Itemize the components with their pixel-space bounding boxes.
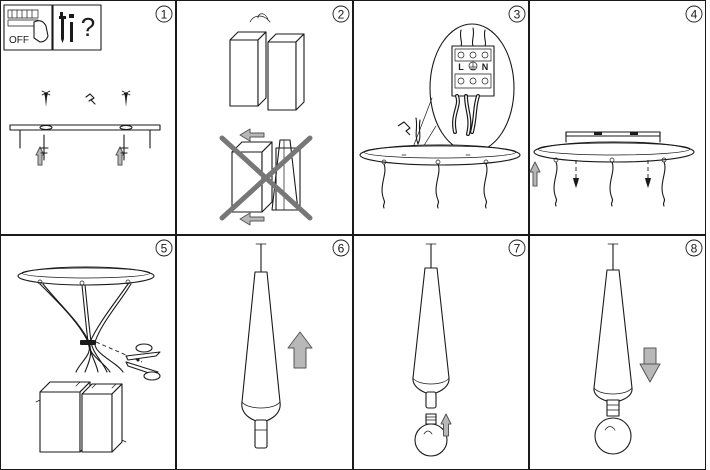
step-4-panel: 4 <box>529 0 706 235</box>
hanging-cables <box>553 161 666 207</box>
step-7-number: 7 <box>514 242 521 256</box>
step-6-number: 6 <box>338 242 345 256</box>
mounting-rail <box>565 131 661 143</box>
step-5-number: 5 <box>161 242 168 256</box>
ceiling-canopy <box>359 144 521 166</box>
push-up-arrow-icon <box>529 161 541 187</box>
tools-question-mark: ? <box>81 12 95 42</box>
power-switch-off-icon: OFF <box>3 4 53 51</box>
scissors-icon <box>125 343 161 381</box>
shade-box-stack-correct <box>229 13 305 111</box>
step-3-panel: 3 L N <box>353 0 529 235</box>
step-8-panel: 8 <box>529 235 706 470</box>
step-1-number: 1 <box>161 8 168 22</box>
step-4-number: 4 <box>691 8 698 22</box>
step-8-number: 8 <box>691 242 698 256</box>
light-bulb-icon <box>414 413 448 457</box>
step-6-panel: 6 <box>176 235 353 470</box>
step-5-panel: 5 <box>0 235 176 470</box>
tools-query-icon: ? <box>52 4 102 51</box>
step-2-number: 2 <box>338 8 345 22</box>
earth-ground-icon <box>468 61 478 71</box>
do-not-cross-icon <box>219 135 313 221</box>
light-bulb-icon <box>594 399 632 455</box>
screw-icon <box>573 160 651 188</box>
step-3-number: 3 <box>514 8 521 22</box>
screw-anchor-icon <box>41 90 131 107</box>
ceiling-canopy <box>17 266 155 286</box>
shade-box-stack <box>35 381 127 453</box>
push-up-arrow-icon <box>440 413 452 437</box>
step-1-panel: 1 OFF ? <box>0 0 176 235</box>
push-up-arrow-icon <box>287 331 313 369</box>
terminal-neutral-label: N <box>482 62 489 72</box>
pull-down-arrow-icon <box>639 347 661 383</box>
terminal-live-label: L <box>458 62 464 72</box>
lamp-socket <box>254 419 268 449</box>
slide-left-arrow-icon <box>239 128 265 226</box>
screw-up-arrows-icon <box>35 134 129 166</box>
switch-off-label: OFF <box>9 35 29 46</box>
lamp-socket <box>425 391 437 409</box>
step-7-panel: 7 <box>353 235 529 470</box>
terminal-block-zoom: L N <box>429 23 515 153</box>
step-2-panel: 2 <box>176 0 353 235</box>
mounting-rail <box>9 124 161 149</box>
hanging-cables <box>381 163 488 209</box>
ceiling-canopy <box>533 141 695 163</box>
